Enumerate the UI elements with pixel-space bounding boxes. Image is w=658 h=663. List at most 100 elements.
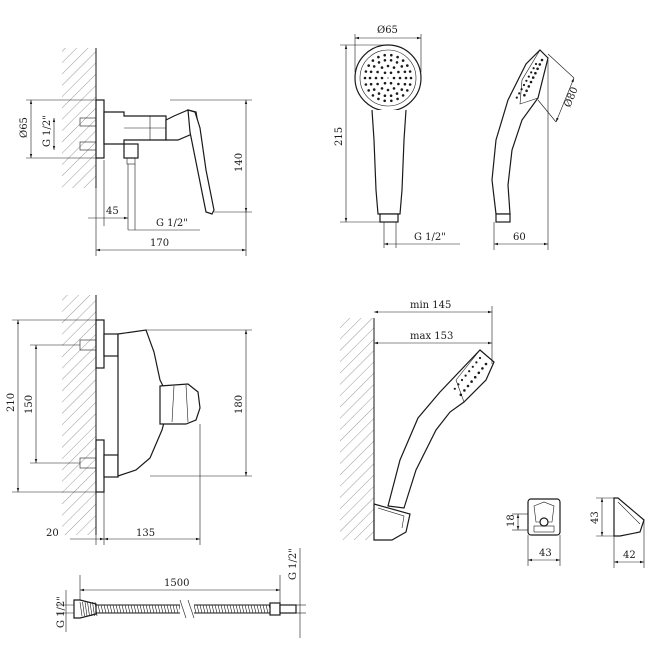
hose-rib	[256, 604, 260, 614]
hose-rib	[115, 604, 119, 614]
hose-rib	[121, 604, 125, 614]
hose-rib	[169, 604, 173, 614]
spray-nozzle	[377, 97, 380, 101]
cone-knurl-line	[87, 601, 90, 617]
label-side-dia-80: Ø80	[563, 86, 581, 110]
label-holder-18: 18	[506, 514, 517, 527]
holder-side	[613, 497, 645, 537]
wall-holder	[373, 503, 411, 541]
spray-nozzle	[371, 59, 375, 62]
hose-view: 1500 G 1/2" G 1/2"	[56, 548, 306, 638]
hose-rib	[166, 604, 170, 614]
hose-rib	[205, 604, 209, 614]
label-holder-43-w: 43	[539, 548, 552, 559]
hose-hex-nut	[269, 602, 281, 616]
spray-nozzle	[377, 92, 381, 95]
label-shower-thread: G 1/2"	[414, 232, 446, 243]
side-nozzle	[529, 80, 533, 84]
spray-nozzle	[390, 99, 393, 103]
hose-rib	[193, 604, 197, 614]
hose-rib	[247, 604, 251, 614]
hose-rib	[262, 604, 266, 614]
cartridge-front	[159, 383, 201, 425]
spray-nozzle	[386, 64, 390, 68]
label-thread-left: G 1/2"	[42, 115, 53, 147]
handshower-front-view: Ø65 215 G 1/2"	[334, 25, 460, 248]
label-hose-thread-right: G 1/2"	[288, 548, 299, 580]
hose-rib	[106, 604, 110, 614]
spray-nozzle	[401, 59, 405, 62]
side-nozzle	[527, 75, 530, 78]
spray-nozzle	[409, 76, 413, 80]
hose-rib	[124, 604, 128, 614]
cone-knurl-line	[92, 601, 95, 617]
spray-nozzle	[406, 89, 409, 92]
hose-rib	[211, 604, 215, 614]
hose-rib	[235, 604, 239, 614]
spray-nozzle	[380, 87, 384, 90]
hose-rib	[214, 604, 218, 614]
spray-nozzle	[376, 70, 379, 74]
mounted-nozzles	[453, 356, 488, 397]
label-hose-thread-left: G 1/2"	[56, 596, 67, 628]
spray-nozzle	[367, 89, 371, 92]
hose-rib	[265, 604, 269, 614]
label-max-153: max 153	[410, 331, 453, 342]
hose-rib	[142, 604, 146, 614]
spray-nozzle	[364, 70, 368, 73]
hose-rib	[130, 604, 134, 614]
side-nozzle	[540, 58, 544, 62]
hose-rib	[250, 604, 254, 614]
faucet-side-view: Ø65 G 1/2" 45 G 1/2" 170 140	[19, 48, 252, 256]
spray-nozzle	[389, 71, 393, 75]
hose-break	[180, 600, 194, 618]
mounted-nozzle	[481, 367, 484, 370]
label-offset-20: 20	[46, 528, 59, 539]
label-total-210: 210	[6, 393, 17, 412]
mounted-nozzle	[471, 365, 474, 368]
mounted-nozzle	[468, 370, 471, 373]
hose-rib	[160, 604, 164, 614]
spray-nozzle	[363, 76, 367, 80]
side-nozzle	[518, 92, 521, 95]
hose-rib	[109, 604, 113, 614]
spray-nozzle	[395, 92, 399, 95]
label-height-180: 180	[234, 395, 245, 414]
spray-nozzle	[372, 88, 376, 91]
mounted-nozzle	[484, 362, 488, 366]
cone-knurl-line	[94, 601, 98, 617]
spray-nozzle	[389, 94, 393, 97]
spray-nozzle	[364, 83, 368, 86]
spray-nozzle	[398, 76, 402, 80]
side-nozzle	[523, 93, 526, 97]
label-projection-135: 135	[136, 528, 155, 539]
spray-nozzle	[376, 82, 379, 86]
hose-rib	[253, 604, 257, 614]
label-holder-42: 42	[623, 550, 636, 561]
holder-mount-view: min 145 max 153	[340, 300, 495, 541]
mounted-nozzle	[459, 393, 463, 397]
spray-nozzle	[392, 87, 396, 90]
holder-front-view: 18 43	[506, 498, 561, 566]
hose-rib	[241, 604, 245, 614]
spray-nozzle	[377, 61, 381, 64]
handshower-side-view: Ø80 60	[491, 49, 581, 250]
hose-rib	[136, 604, 140, 614]
mounted-nozzle	[477, 371, 481, 375]
mounted-nozzle	[478, 356, 482, 360]
spray-nozzle	[408, 83, 412, 86]
spray-nozzle	[368, 76, 372, 80]
hose-rib	[217, 604, 221, 614]
hose-rib	[163, 604, 167, 614]
mounted-nozzle	[457, 383, 460, 386]
mounted-nozzle	[470, 380, 473, 383]
wall-hatch-3	[340, 318, 374, 540]
spray-nozzles	[363, 53, 413, 103]
faucet-front-view: 210 150 180 20 135	[6, 295, 252, 545]
side-nozzle	[515, 96, 518, 99]
hose-rib	[175, 604, 179, 614]
side-nozzle	[520, 88, 523, 91]
mounted-nozzle	[463, 389, 466, 392]
hose-rib	[151, 604, 155, 614]
hose-rib	[148, 604, 152, 614]
